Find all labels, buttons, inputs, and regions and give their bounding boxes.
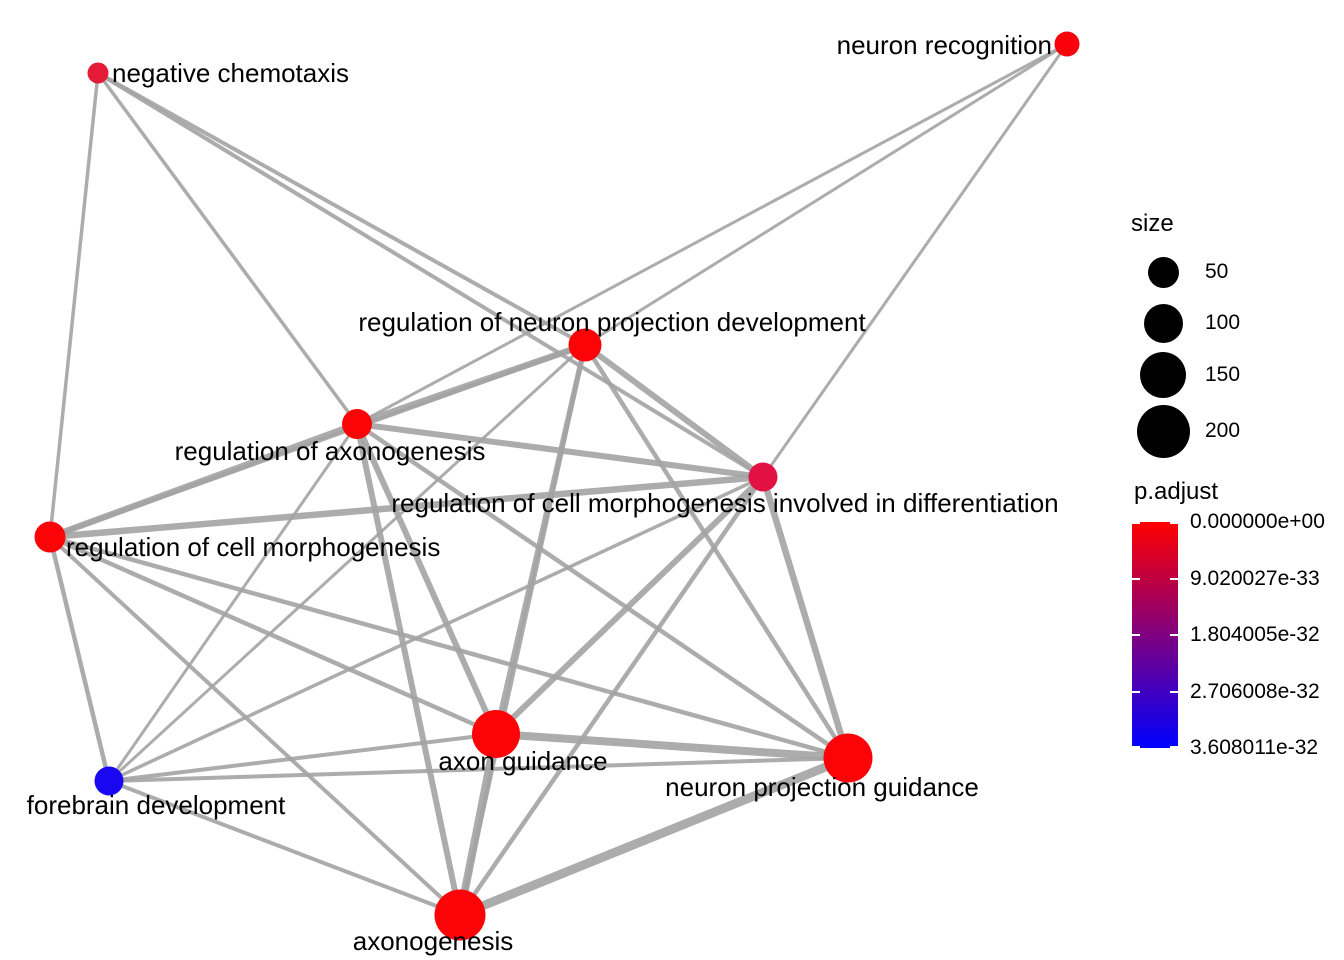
padjust-tick-mark: [1170, 577, 1178, 580]
size-legend-circle: [1140, 352, 1186, 398]
edge-rnpd-npg: [583, 343, 850, 760]
padjust-tick-mark: [1132, 634, 1140, 636]
edge-ax-fd: [108, 779, 461, 917]
edge-ag-npg: [495, 730, 849, 762]
edge-nc-rcm: [48, 72, 100, 538]
node-label-rcm: regulation of cell morphogenesis: [66, 532, 440, 562]
padjust-tick-mark: [1170, 522, 1178, 524]
node-nc: [87, 62, 109, 84]
size-legend-circle: [1147, 256, 1179, 288]
edge-nc-rnpd: [97, 71, 586, 347]
node-label-ra: regulation of axonogenesis: [175, 436, 486, 466]
node-label-ax: axonogenesis: [353, 926, 513, 956]
edge-rcmid-fd: [108, 475, 764, 783]
edge-rcmid-ag: [493, 474, 766, 737]
edge-ra-rcmid: [356, 421, 764, 480]
edge-rcm-ag: [49, 534, 497, 737]
edge-npg-ax: [458, 753, 850, 920]
edge-nr-rcmid: [761, 43, 1069, 478]
edge-rcmid-ax: [458, 475, 765, 917]
edge-rcm-fd: [47, 536, 112, 782]
edge-ra-ag: [354, 422, 499, 736]
edge-ag-ax: [456, 733, 500, 916]
padjust-tick-mark: [1170, 746, 1178, 748]
edge-rnpd-fd: [107, 343, 587, 783]
node-label-nr: neuron recognition: [837, 30, 1052, 60]
padjust-legend-title: p.adjust: [1134, 478, 1219, 505]
node-fd: [94, 766, 124, 796]
edge-ag-fd: [108, 732, 497, 783]
padjust-tick-label: 1.804005e-32: [1190, 623, 1320, 646]
padjust-tick-label: 2.706008e-32: [1190, 679, 1320, 703]
padjust-tick-label: 9.020027e-33: [1190, 566, 1320, 590]
padjust-tick-mark: [1132, 577, 1140, 580]
node-label-ag: axon guidance: [438, 746, 607, 776]
node-label-fd: forebrain development: [27, 790, 286, 820]
padjust-tick-mark: [1132, 522, 1140, 524]
node-rnpd: [568, 328, 602, 362]
edge-ra-npg: [355, 422, 850, 760]
size-legend-label: 100: [1205, 311, 1241, 334]
node-label-rcmid: regulation of cell morphogenesis involve…: [391, 488, 1058, 518]
padjust-tick-label: 0.000000e+00: [1190, 510, 1325, 533]
edge-npg-fd: [108, 756, 849, 783]
padjust-tick-mark: [1170, 690, 1178, 693]
edge-ra-ax: [354, 423, 463, 916]
edge-rnpd-rcmid: [583, 342, 765, 480]
edge-rcm-npg: [49, 534, 849, 761]
node-nr: [1054, 31, 1080, 57]
size-legend-label: 50: [1205, 260, 1229, 283]
padjust-tick-label: 3.608011e-32: [1190, 736, 1319, 759]
size-legend-label: 150: [1205, 363, 1241, 386]
padjust-tick-mark: [1170, 634, 1178, 636]
padjust-tick-mark: [1132, 690, 1140, 693]
node-ra: [342, 409, 372, 439]
edge-rcmid-rcm: [49, 473, 764, 541]
edge-rcm-ax: [48, 535, 462, 917]
node-rcmid: [748, 462, 778, 492]
edge-ra-fd: [107, 423, 359, 782]
size-legend-title: size: [1131, 210, 1174, 237]
node-ax: [434, 889, 486, 941]
node-label-rnpd: regulation of neuron projection developm…: [358, 307, 866, 337]
edge-ra-rcm: [48, 420, 359, 541]
node-ag: [472, 710, 520, 758]
edge-rcmid-npg: [759, 476, 852, 759]
edge-nr-rnpd: [584, 42, 1068, 347]
node-rcm: [34, 521, 66, 553]
node-npg: [823, 733, 873, 783]
padjust-tick-mark: [1132, 746, 1140, 748]
size-legend-circle: [1143, 303, 1183, 343]
node-label-nc: negative chemotaxis: [112, 58, 349, 88]
edge-nr-ra: [356, 42, 1068, 426]
edge-nc-ra: [96, 71, 359, 426]
edge-nc-rcmid: [96, 71, 765, 479]
size-legend-circle: [1136, 404, 1190, 458]
node-label-npg: neuron projection guidance: [665, 772, 979, 802]
size-legend-label: 200: [1205, 419, 1241, 442]
